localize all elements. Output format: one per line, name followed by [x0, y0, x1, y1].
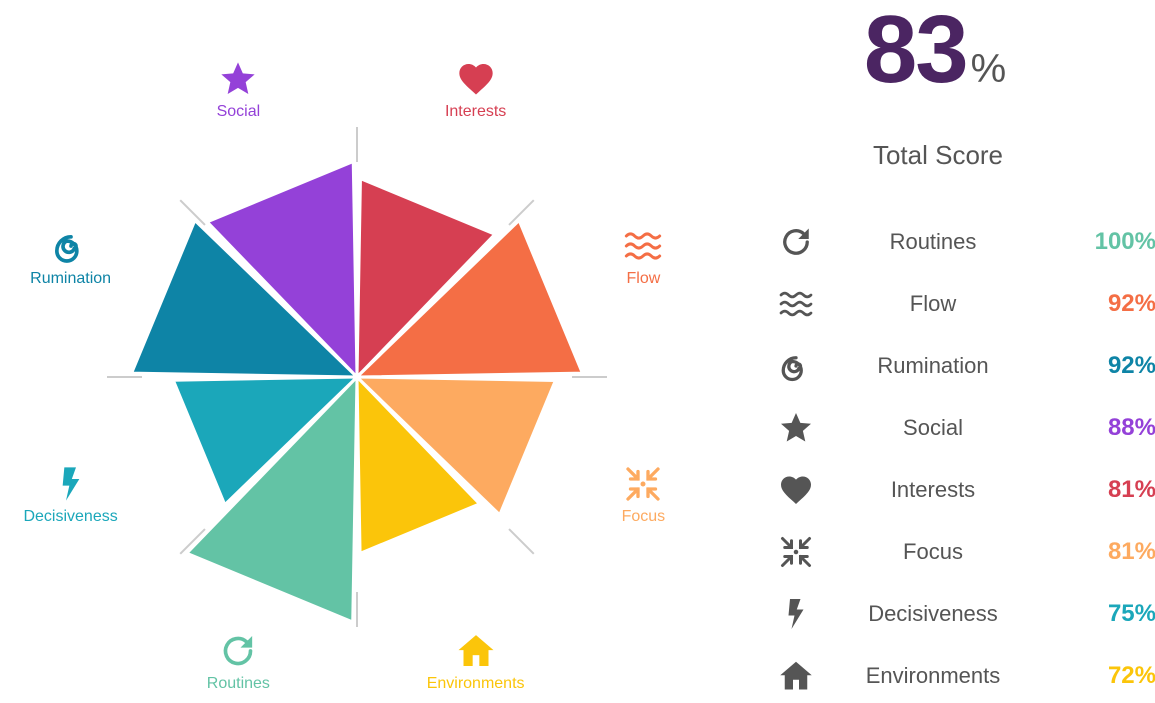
- waves-icon: [778, 286, 814, 322]
- score-row-rumination: Rumination 92%: [778, 344, 1155, 388]
- score-value: 100%: [1094, 228, 1155, 255]
- score-row-interests: Interests 81%: [778, 468, 1155, 512]
- score-value: 88%: [1107, 414, 1155, 441]
- axis-label-rumination: Rumination: [30, 270, 112, 288]
- score-value: 92%: [1107, 352, 1155, 379]
- total-score: 83%: [800, 0, 1070, 100]
- sector-focus: [355, 375, 557, 517]
- sector-flow: [355, 218, 584, 379]
- bolt-icon: [51, 464, 91, 504]
- home-icon: [778, 658, 814, 694]
- score-name: Routines: [889, 229, 977, 254]
- heart-icon: [778, 472, 814, 508]
- score-name: Rumination: [877, 353, 989, 378]
- heart-icon: [456, 59, 496, 99]
- axis-tick: [179, 199, 206, 226]
- total-score-label: Total Score: [872, 140, 1004, 170]
- total-score-value: 83: [863, 0, 969, 103]
- sector-environments: [355, 375, 482, 555]
- score-row-social: Social 88%: [778, 406, 1155, 450]
- score-row-decisiveness: Decisiveness 75%: [778, 592, 1155, 636]
- axis-label-routines: Routines: [206, 675, 270, 693]
- score-name: Social: [903, 415, 963, 440]
- axis-label-focus: Focus: [621, 507, 666, 525]
- score-value: 81%: [1107, 538, 1155, 565]
- score-row-routines: Routines 100%: [778, 220, 1155, 264]
- compress-icon: [623, 464, 663, 504]
- compress-icon: [778, 534, 814, 570]
- refresh-icon: [218, 631, 258, 671]
- sector-interests: [355, 177, 497, 379]
- axis-tick: [508, 528, 535, 555]
- axis-label-decisiveness: Decisiveness: [23, 507, 118, 525]
- score-row-environments: Environments 72%: [778, 654, 1155, 698]
- score-name: Decisiveness: [868, 601, 998, 626]
- sector-social: [205, 159, 359, 379]
- score-value: 75%: [1107, 600, 1155, 627]
- axis-tick: [508, 199, 535, 226]
- bolt-icon: [778, 596, 814, 632]
- spiral-icon: [51, 226, 91, 266]
- home-icon: [456, 631, 496, 671]
- star-icon: [218, 59, 258, 99]
- score-name: Flow: [909, 291, 957, 316]
- radar-chart: [107, 127, 607, 627]
- star-icon: [778, 410, 814, 446]
- axis-label-environments: Environments: [426, 675, 525, 693]
- axis-label-social: Social: [216, 102, 261, 120]
- score-value: 81%: [1107, 476, 1155, 503]
- score-value: 92%: [1107, 290, 1155, 317]
- score-name: Focus: [903, 539, 963, 564]
- score-name: Interests: [890, 477, 976, 502]
- score-row-focus: Focus 81%: [778, 530, 1155, 574]
- axis-label-interests: Interests: [444, 102, 507, 120]
- spiral-icon: [778, 348, 814, 384]
- waves-icon: [623, 226, 663, 266]
- score-value: 72%: [1107, 662, 1155, 689]
- score-name: Environments: [865, 663, 1001, 688]
- sector-routines: [185, 375, 359, 624]
- total-score-unit: %: [970, 47, 1007, 91]
- refresh-icon: [778, 224, 814, 260]
- sector-decisiveness: [171, 375, 359, 507]
- score-row-flow: Flow 92%: [778, 282, 1155, 326]
- sector-rumination: [130, 218, 359, 379]
- axis-tick: [179, 528, 206, 555]
- axis-label-flow: Flow: [626, 270, 661, 288]
